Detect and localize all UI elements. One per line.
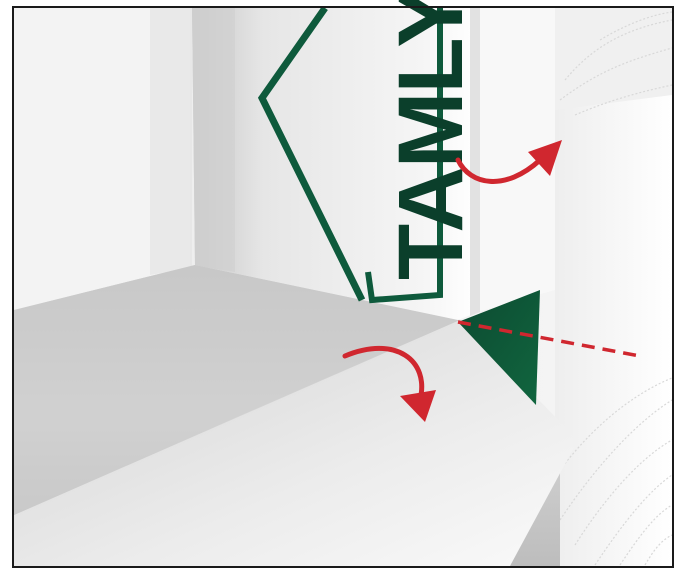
brand-text: TAMLY xyxy=(380,0,482,280)
inner-wall-shadow xyxy=(150,8,192,275)
right-side-panel xyxy=(555,8,672,566)
